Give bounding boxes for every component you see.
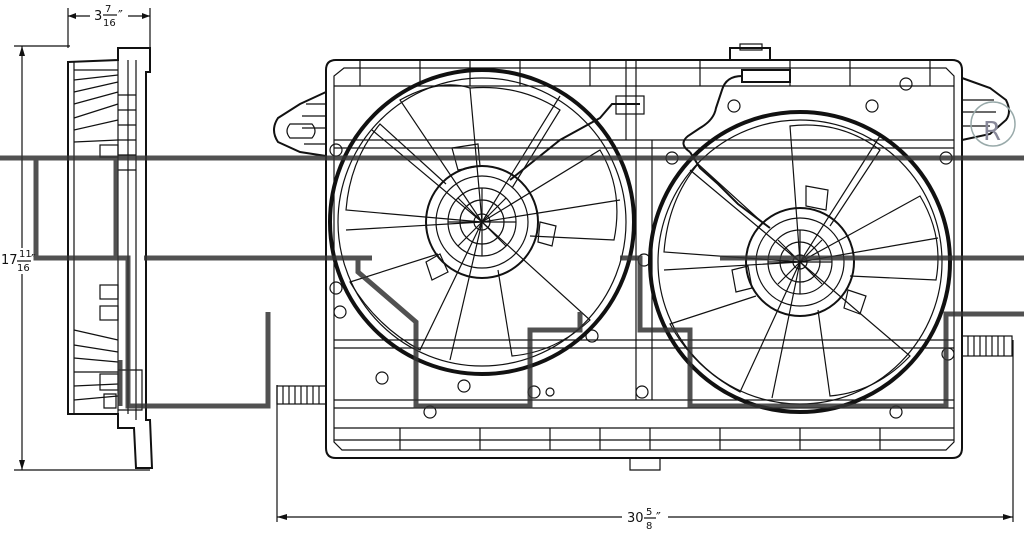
width-dimension: 30 5 8 ″ (276, 340, 1014, 532)
left-fan-shroud-ring (328, 68, 636, 376)
depth-dimension-whole: 3 (94, 9, 102, 24)
shroud-side-profile (67, 47, 154, 469)
left-latch (276, 385, 327, 405)
left-mount-bracket (273, 91, 327, 157)
logo-letter: R (983, 117, 1001, 147)
width-dimension-unit: ″ (656, 511, 661, 526)
width-dimension-num: 5 (646, 507, 652, 518)
width-dimension-whole: 30 (627, 511, 644, 526)
right-mount-bracket (961, 77, 1010, 141)
shroud-frame (325, 59, 963, 471)
left-fan (328, 68, 645, 376)
width-dimension-den: 8 (646, 521, 652, 532)
height-dimension-whole: 17 (1, 253, 18, 268)
depth-dimension-unit: ″ (118, 9, 123, 24)
height-dimension-den: 16 (17, 263, 30, 274)
watermark-logo (0, 155, 1024, 409)
depth-dimension: 3 7 16 ″ (67, 4, 151, 48)
height-dimension-num: 11 (19, 249, 32, 260)
height-dimension: 17 11 16 ″ (1, 45, 150, 471)
mounting-holes (329, 77, 955, 419)
wiring-connector (682, 43, 791, 153)
depth-dimension-den: 16 (103, 18, 116, 29)
depth-dimension-num: 7 (105, 4, 111, 15)
front-view: 30 5 8 ″ (273, 43, 1014, 532)
right-latch (961, 335, 1013, 357)
side-view: 3 7 16 ″ 17 11 16 ″ (1, 4, 154, 471)
corner-logo: R (970, 101, 1016, 147)
